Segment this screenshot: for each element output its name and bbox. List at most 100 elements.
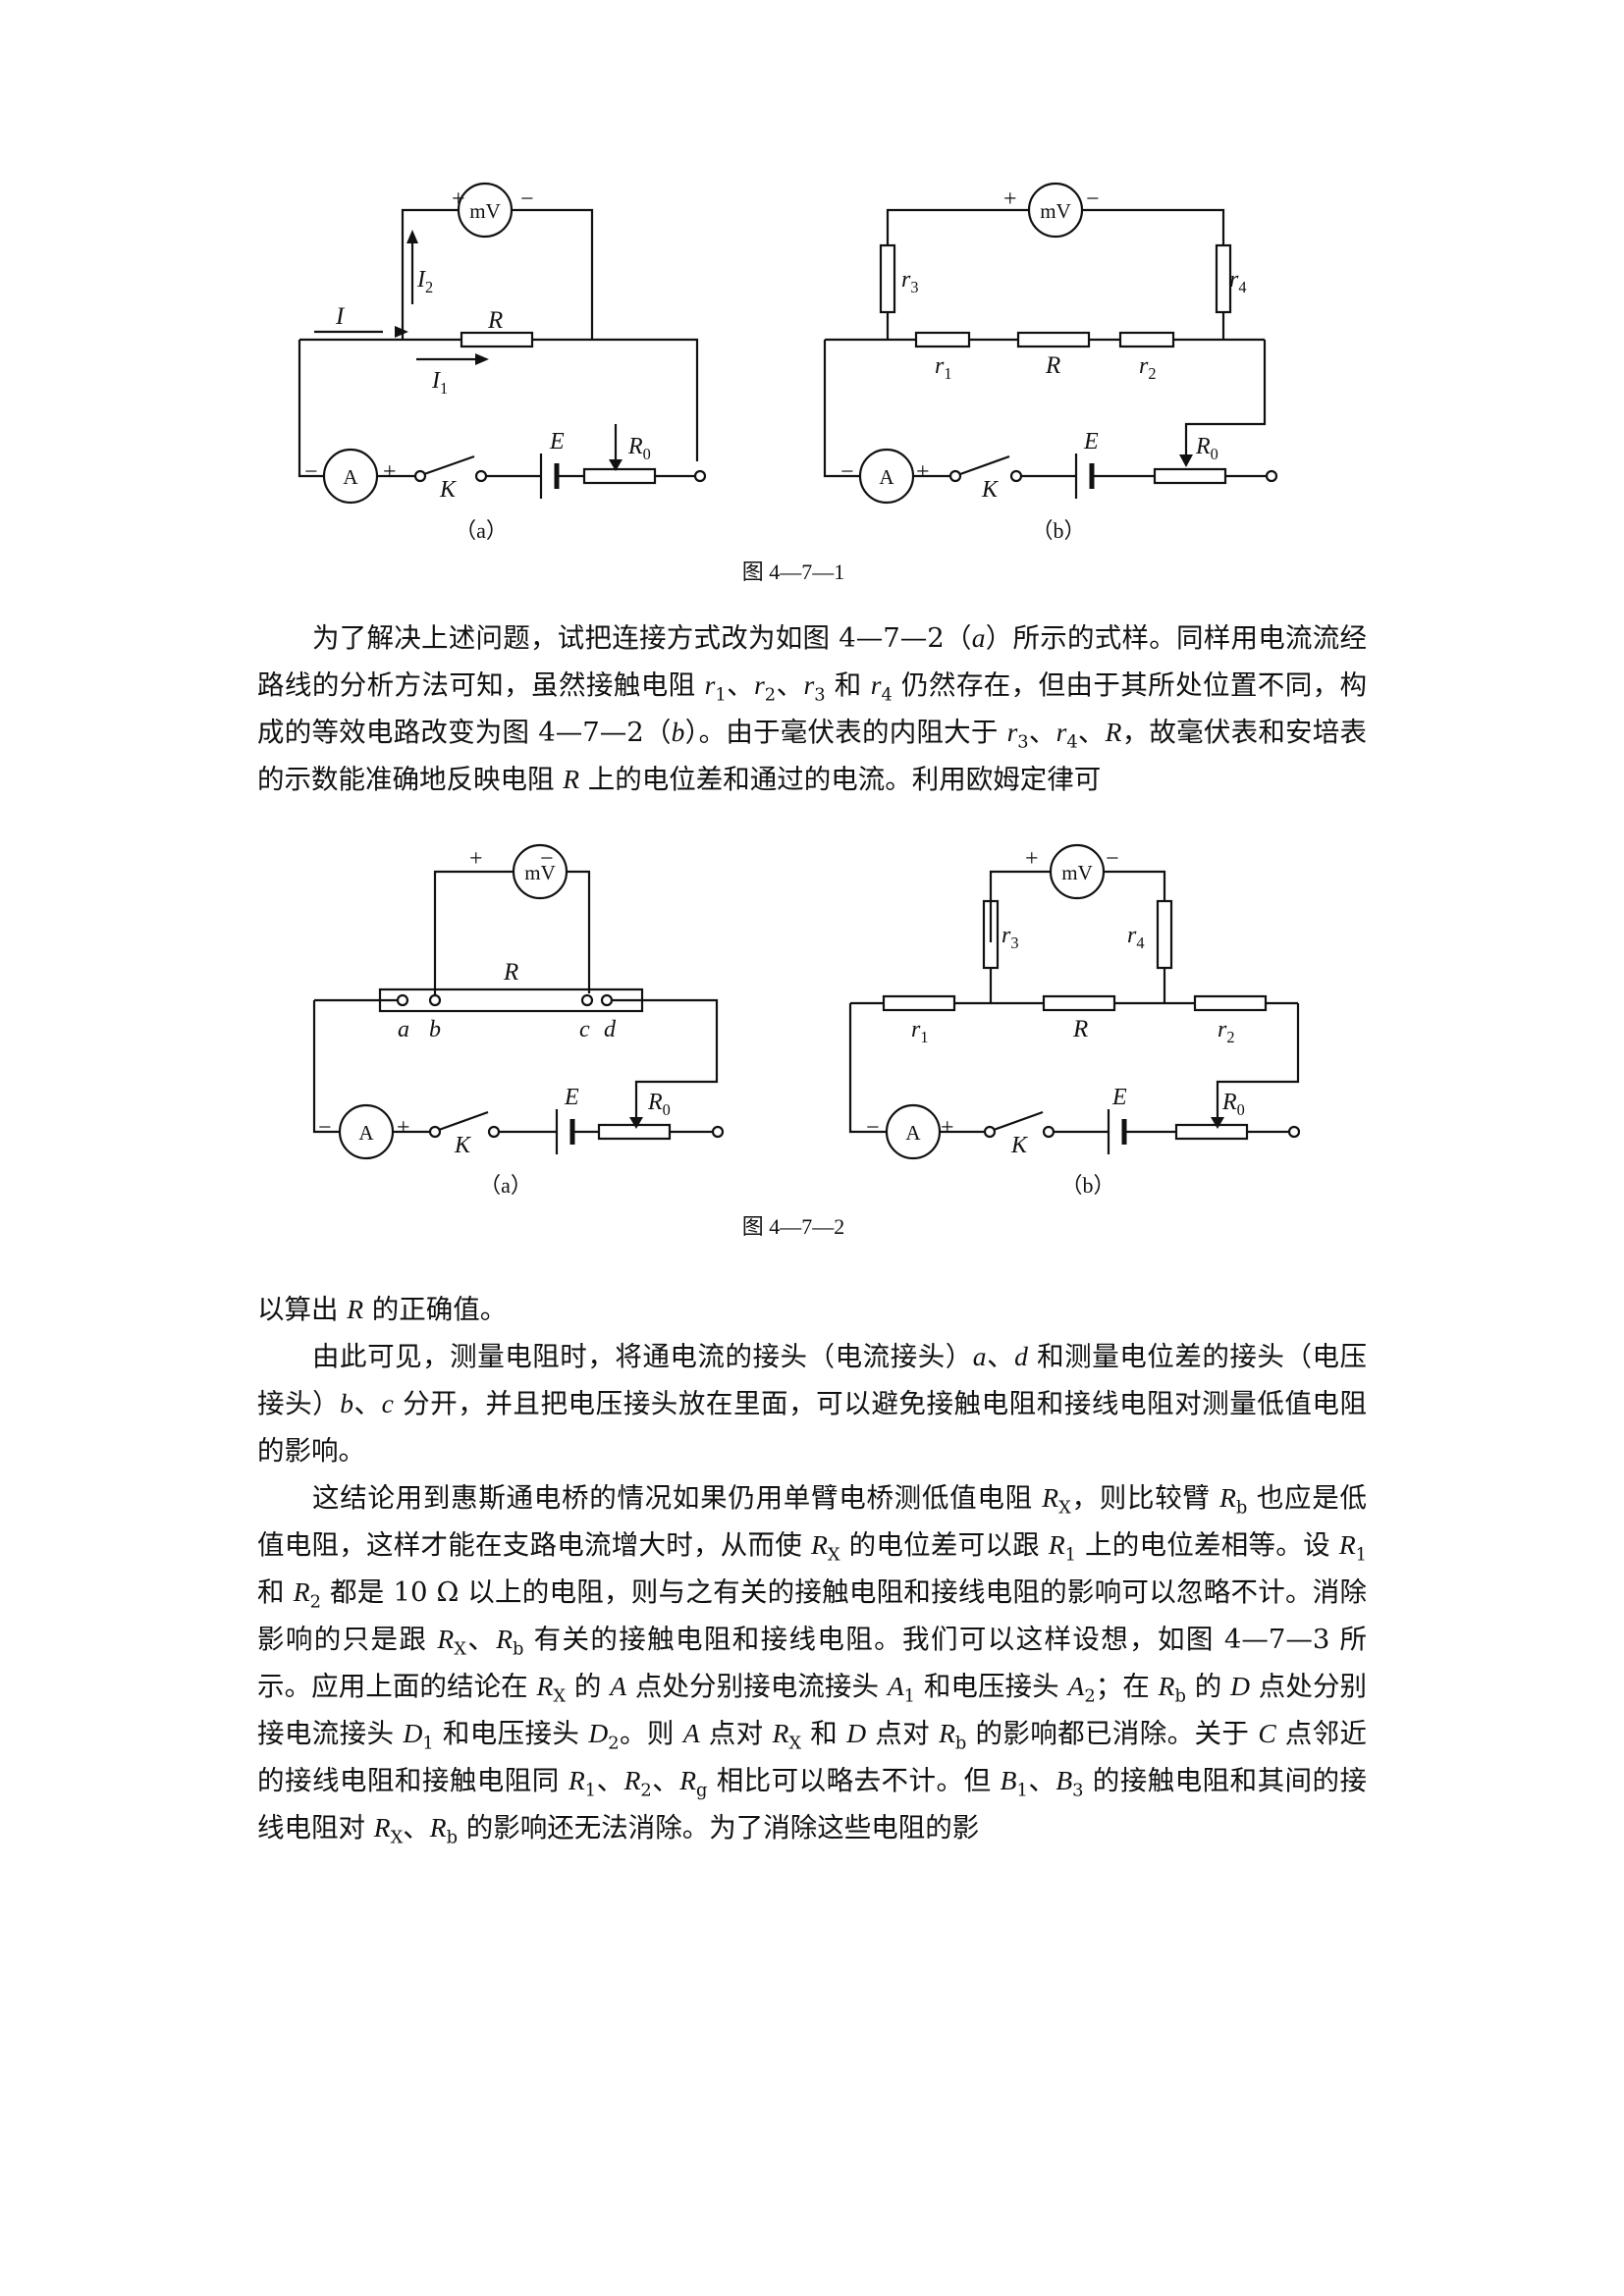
plus-sign: + — [469, 846, 483, 872]
contact-b — [428, 993, 442, 1007]
switch-contact-a2 — [487, 1125, 501, 1139]
paragraph-block-1: 为了解决上述问题，试把连接方式改为如图 4—7—2（a）所示的式样。同样用电流流… — [257, 614, 1367, 803]
switch-contact-b — [948, 469, 962, 483]
minus-sign: − — [1086, 187, 1100, 212]
contact-a — [396, 993, 409, 1007]
resistor-r4-label: r4 — [1229, 267, 1247, 296]
minus-sign: − — [318, 1115, 332, 1141]
resistor-r4-label: r4 — [1127, 923, 1145, 952]
subfigure-b-label: （b） — [1031, 518, 1085, 543]
millivoltmeter-a — [512, 843, 568, 900]
switch-K-label: K — [1010, 1133, 1029, 1158]
resistor-R-label: R — [1072, 1016, 1088, 1042]
subfigure-b-label: （b） — [1060, 1173, 1114, 1198]
terminal-a-label: a — [398, 1017, 409, 1042]
figure-caption: 图 4—7—2 — [742, 1214, 845, 1239]
minus-sign: − — [304, 459, 318, 485]
paragraph-3: 由此可见，测量电阻时，将通电流的接头（电流接头）a、d 和测量电位差的接头（电压… — [257, 1341, 1368, 1467]
current-I1-label: I1 — [431, 368, 448, 398]
subfigure-a-label: （a） — [455, 518, 508, 543]
rheostat-R0-label: R0 — [1221, 1090, 1245, 1119]
terminal-a — [693, 469, 707, 483]
subfigure-a-label: （a） — [479, 1173, 532, 1198]
switch-K-label: K — [439, 477, 458, 503]
figure-4-7-2: mV A + − − + R a b c d K E R0 （a） mV A +… — [312, 843, 1301, 1239]
arrow-icon — [609, 459, 623, 471]
ammeter-b — [885, 1103, 942, 1160]
a-label: A — [879, 465, 894, 489]
emf-E-label: E — [564, 1085, 579, 1110]
minus-sign: − — [840, 459, 854, 485]
a-label: A — [358, 1121, 374, 1145]
switch-contact-a — [428, 1125, 442, 1139]
resistor-r3-label: r3 — [901, 267, 919, 296]
terminal-b — [1265, 469, 1278, 483]
minus-sign: − — [540, 846, 554, 872]
current-I2-label: I2 — [416, 267, 433, 296]
arrow-icon — [1179, 454, 1193, 467]
mv-label: mV — [524, 861, 556, 884]
arrow-icon — [475, 353, 489, 365]
emf-E-label: E — [1111, 1085, 1127, 1110]
current-I-label: I — [335, 303, 346, 330]
millivoltmeter-b — [1049, 843, 1106, 900]
emf-E-label: E — [549, 429, 565, 454]
paragraph-4: 这结论用到惠斯通电桥的情况如果仍用单臂电桥测低值电阻 RX，则比较臂 Rb 也应… — [257, 1482, 1368, 1848]
minus-sign: − — [1106, 846, 1119, 872]
switch-contact-b2 — [1009, 469, 1023, 483]
switch-contact-a — [413, 469, 427, 483]
minus-sign: − — [866, 1115, 880, 1141]
emf-E-label: E — [1083, 429, 1099, 454]
plus-sign: + — [1003, 187, 1017, 212]
rheostat-R0-label: R0 — [1195, 434, 1218, 463]
plus-sign: + — [1025, 846, 1039, 872]
millivoltmeter-b — [1027, 182, 1084, 239]
terminal-a — [711, 1125, 725, 1139]
plus-sign: + — [916, 459, 930, 485]
plus-sign: + — [383, 459, 397, 485]
plus-sign: + — [452, 187, 465, 212]
ammeter-a — [322, 448, 379, 505]
arrow-icon — [1211, 1117, 1224, 1129]
millivoltmeter-a — [457, 182, 514, 239]
rheostat-R0-label: R0 — [627, 434, 651, 463]
minus-sign: − — [520, 187, 534, 212]
resistor-r2-label: r2 — [1218, 1017, 1235, 1046]
resistor-r3-label: r3 — [1001, 923, 1019, 952]
arrow-icon — [395, 326, 408, 338]
switch-contact-b2 — [1042, 1125, 1056, 1139]
ammeter-b — [858, 448, 915, 505]
resistor-R-label: R — [503, 959, 518, 986]
a-label: A — [343, 465, 358, 489]
switch-K-label: K — [981, 477, 1000, 503]
rheostat-R0-label: R0 — [647, 1090, 671, 1119]
mv-label: mV — [469, 199, 501, 223]
terminal-c-label: c — [579, 1017, 590, 1042]
plus-sign: + — [941, 1115, 954, 1141]
resistor-R-label: R — [487, 307, 503, 334]
paragraph-1: 为了解决上述问题，试把连接方式改为如图 4—7—2（a）所示的式样。同样用电流流… — [257, 622, 1368, 795]
terminal-b-label: b — [429, 1017, 441, 1042]
resistor-R-label: R — [1045, 352, 1060, 379]
figure-4-7-1: mV A + − − + I I2 I1 R K E R0 （a） mV A +… — [298, 182, 1278, 584]
switch-contact-a2 — [474, 469, 488, 483]
contact-c — [580, 993, 594, 1007]
paragraph-2: 以算出 R 的正确值。 — [257, 1294, 508, 1325]
switch-contact-b — [983, 1125, 997, 1139]
switch-K-label: K — [454, 1133, 472, 1158]
terminal-b — [1287, 1125, 1301, 1139]
resistor-r2-label: r2 — [1139, 353, 1157, 383]
resistor-r1-label: r1 — [911, 1017, 929, 1046]
mv-label: mV — [1040, 199, 1071, 223]
figure-caption: 图 4—7—1 — [742, 560, 845, 584]
paragraph-block-2: 以算出 R 的正确值。 由此可见，测量电阻时，将通电流的接头（电流接头）a、d … — [257, 1286, 1367, 1851]
arrow-icon — [406, 230, 418, 243]
contact-d — [600, 993, 614, 1007]
mv-label: mV — [1061, 861, 1093, 884]
a-label: A — [905, 1121, 921, 1145]
ammeter-a — [338, 1103, 395, 1160]
plus-sign: + — [397, 1115, 410, 1141]
terminal-d-label: d — [604, 1017, 617, 1042]
arrow-icon — [629, 1117, 643, 1129]
resistor-r1-label: r1 — [935, 353, 952, 383]
